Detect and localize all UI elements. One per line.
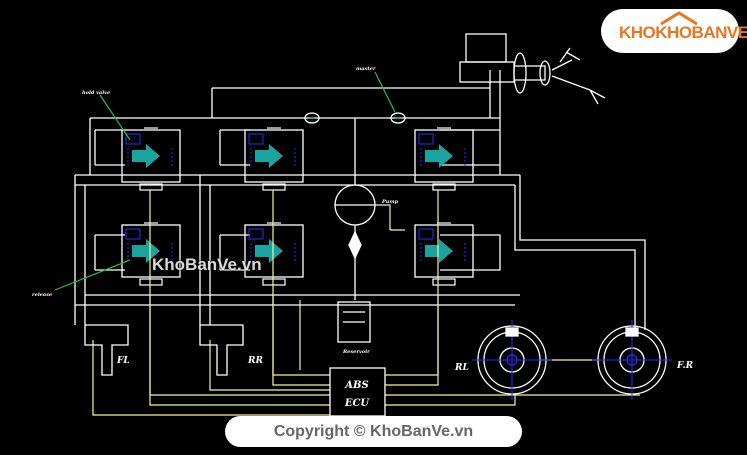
solenoid-valve-icon (121, 222, 181, 286)
abs-ecu (329, 367, 386, 417)
fr-label: F.R (676, 361, 694, 371)
solenoid-valve-icon (414, 222, 474, 286)
ecu-label-line2: ECU (344, 398, 371, 409)
solenoid-valve-icon (121, 127, 181, 191)
rr-label: RR (247, 356, 263, 366)
wheel-sensor-icon (472, 320, 552, 400)
watermark: KhoBanVe.vn (152, 255, 262, 274)
solenoid-valve-icon (244, 127, 304, 191)
copyright-banner: Copyright © KhoBanVe.vn (225, 416, 522, 447)
brake-caliper-icon (199, 324, 244, 376)
hold-valve-label: hold valve (82, 90, 110, 96)
solenoid-valves (121, 112, 474, 286)
master-cylinder-label: master (356, 66, 376, 72)
wheel-sensors (472, 320, 672, 400)
reservoir-label: Reservoir (342, 349, 370, 355)
hydraulic-pipes (74, 70, 646, 330)
logo-text: KHOKHOBANVE (619, 23, 747, 42)
solenoid-valve-icon (244, 222, 304, 286)
logo: KHOKHOBANVE (601, 9, 747, 53)
release-valve-label: release (32, 292, 52, 298)
master-cylinder (459, 33, 606, 105)
leader-lines (54, 71, 396, 291)
brake-caliper-icon (84, 324, 129, 376)
solenoid-valve-icon (414, 127, 474, 191)
check-valve-icon (390, 112, 406, 124)
reservoir (337, 301, 371, 343)
wheel-sensor-icon (592, 320, 672, 400)
house-roof-icon (660, 11, 698, 25)
pump-icon (334, 184, 376, 260)
fl-label: FL (116, 356, 130, 366)
rl-label: RL (454, 363, 469, 373)
check-valve-icon (304, 112, 320, 124)
brake-calipers (84, 324, 244, 376)
pump-label: Pump (381, 199, 399, 205)
ecu-label-line1: ABS (344, 380, 368, 391)
